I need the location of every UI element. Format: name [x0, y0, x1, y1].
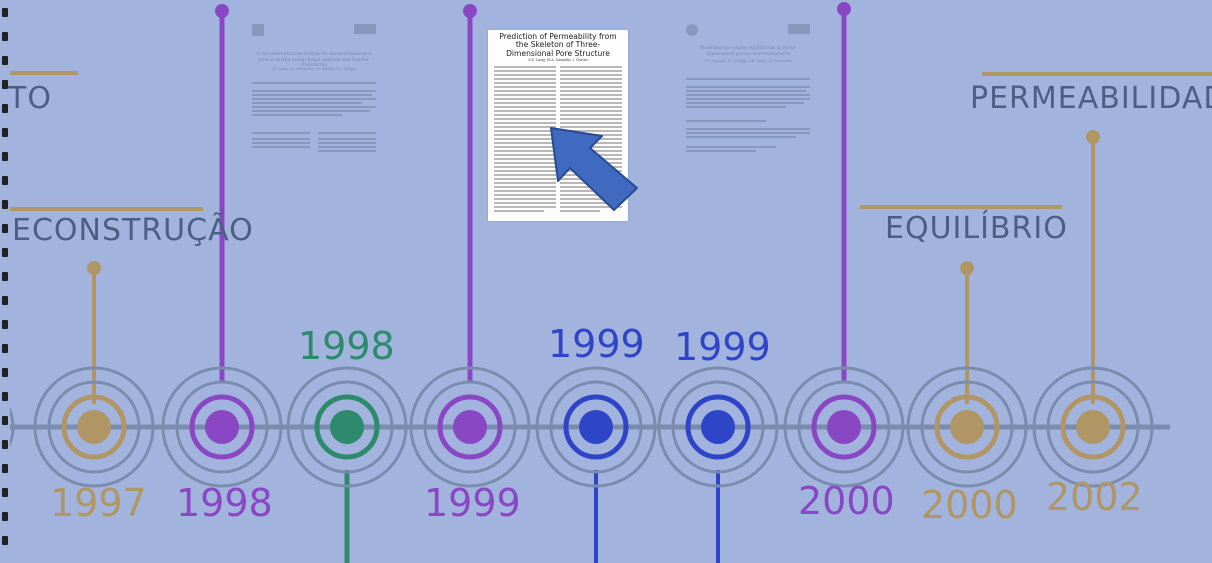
year-1998-a: 1998: [176, 481, 273, 525]
stem-dot-1999-a: [463, 4, 477, 18]
node-2002: [1032, 366, 1154, 488]
paper-thumbnail-reconstruction[interactable]: A reconstruction technique for three-dim…: [246, 20, 382, 220]
node-1998-a: [161, 366, 283, 488]
node-1999-b: [535, 366, 657, 488]
topic-reconstrucao: ECONSTRUÇÃO: [12, 213, 254, 248]
paper-authors-reconstruction: J.B. Liang, L.P. Fernandes, P.C. Philipp…: [272, 67, 356, 71]
year-2002: 2002: [1046, 475, 1143, 519]
stem-dot-2000-a: [837, 2, 851, 16]
year-1999-a: 1999: [424, 481, 521, 525]
year-2000-a: 2000: [798, 479, 895, 523]
stem-dot-2000-b: [960, 261, 974, 275]
journal-logo-icon: [252, 24, 264, 36]
paper-authors-permeability: Z.R. Liang, M.A. Ioannidis, I. Chatzis: [528, 58, 588, 62]
node-partial: [0, 392, 15, 462]
paper-authors-equilibrium: P.C. Magnani, P.C. Philippi, Z.R. Liang,…: [704, 59, 792, 63]
node-2000-b: [906, 366, 1028, 488]
paper-thumbnail-permeability[interactable]: Prediction of Permeability from the Skel…: [488, 30, 628, 221]
paper-title-equilibrium: Modeling two-phase equilibrium in three-…: [699, 46, 797, 57]
year-1998-b: 1998: [298, 324, 395, 368]
paper-title-reconstruction: A reconstruction technique for three-dim…: [256, 52, 372, 69]
stem-dot-1997: [87, 261, 101, 275]
paper-title-permeability: Prediction of Permeability from the Skel…: [499, 32, 617, 58]
stem-dot-1998-a: [215, 4, 229, 18]
stem-dot-2002: [1086, 130, 1100, 144]
topic-equilibrio: EQUILÍBRIO: [885, 211, 1068, 246]
year-1997: 1997: [50, 481, 147, 525]
node-1997: [33, 366, 155, 488]
year-1999-c: 1999: [674, 325, 771, 369]
year-1999-b: 1999: [548, 322, 645, 366]
node-1999-a: [409, 366, 531, 488]
topic-left-partial: TO: [8, 81, 52, 116]
node-1998-b: [286, 366, 408, 488]
year-2000-b: 2000: [921, 483, 1018, 527]
topic-permeabilidade: PERMEABILIDADE: [970, 81, 1212, 116]
journal-mark-icon: [788, 24, 810, 34]
paper-thumbnail-equilibrium[interactable]: Modeling two-phase equilibrium in three-…: [680, 20, 816, 200]
journal-mark-icon: [354, 24, 376, 34]
filmstrip-edge: [0, 0, 10, 563]
node-1999-c: [657, 366, 779, 488]
journal-logo-icon: [686, 24, 698, 36]
node-2000-a: [783, 366, 905, 488]
